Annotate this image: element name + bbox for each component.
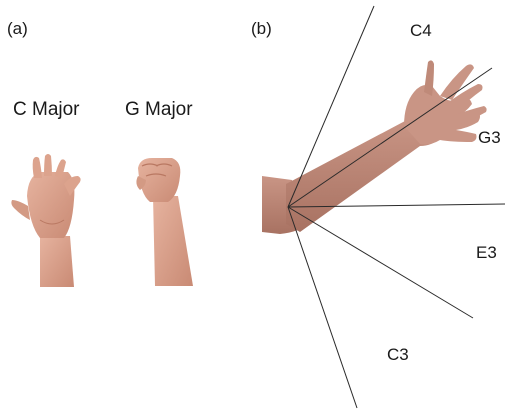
note-label-g3: G3: [478, 128, 501, 147]
sector-line-middle: [287, 203, 506, 208]
note-label-c4: C4: [410, 21, 432, 40]
sector-line-bottom: [287, 206, 358, 409]
chord-label-g-major: G Major: [125, 99, 193, 120]
sector-line-lower: [287, 206, 474, 319]
open-palm-icon: [11, 154, 81, 287]
sector-line-upper: [287, 67, 493, 208]
extended-arm-icon: [262, 60, 487, 234]
closed-fist-icon: [136, 158, 193, 286]
note-label-c3: C3: [387, 345, 409, 364]
chord-label-c-major: C Major: [13, 99, 80, 120]
note-label-e3: E3: [476, 243, 497, 262]
sector-line-top: [287, 5, 375, 208]
note-sector-lines: [287, 5, 506, 409]
panel-b-label: (b): [251, 19, 272, 38]
panel-a-label: (a): [7, 19, 28, 38]
